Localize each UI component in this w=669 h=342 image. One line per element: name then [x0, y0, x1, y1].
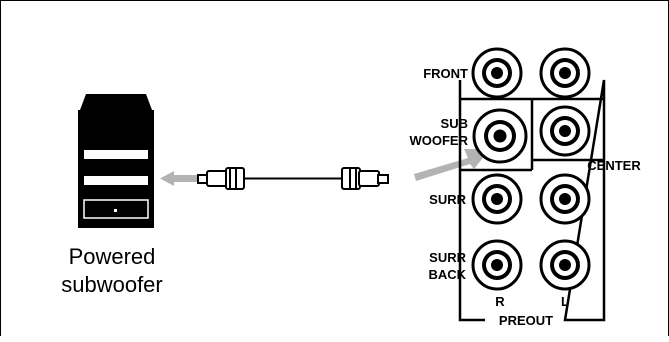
label-surr-back-1: SURR — [429, 250, 466, 265]
jack-front-r-icon — [471, 47, 523, 99]
label-r: R — [495, 294, 505, 309]
rca-cable — [197, 167, 389, 190]
jack-subwoofer-icon — [472, 108, 528, 164]
label-center: CENTER — [587, 158, 641, 173]
arrow-to-jack-icon — [414, 149, 490, 181]
jack-surr-r-icon — [471, 173, 523, 225]
label-l: L — [561, 294, 569, 309]
label-preout: PREOUT — [499, 313, 553, 328]
label-sub: SUB — [441, 116, 468, 131]
jack-surr-l-icon — [539, 173, 591, 225]
preout-panel — [458, 79, 606, 322]
label-surr-back-2: BACK — [428, 267, 466, 282]
arrow-to-subwoofer-icon — [160, 171, 198, 186]
jack-center-icon — [539, 105, 591, 157]
label-front: FRONT — [423, 66, 468, 81]
jack-surr-back-r-icon — [471, 239, 523, 291]
subwoofer-icon — [78, 94, 154, 228]
jack-front-l-icon — [539, 47, 591, 99]
subwoofer-label-line2: subwoofer — [61, 272, 163, 297]
subwoofer-label-line1: Powered — [69, 244, 156, 269]
label-surr: SURR — [429, 192, 466, 207]
jack-surr-back-l-icon — [539, 239, 591, 291]
label-woofer: WOOFER — [410, 133, 469, 148]
